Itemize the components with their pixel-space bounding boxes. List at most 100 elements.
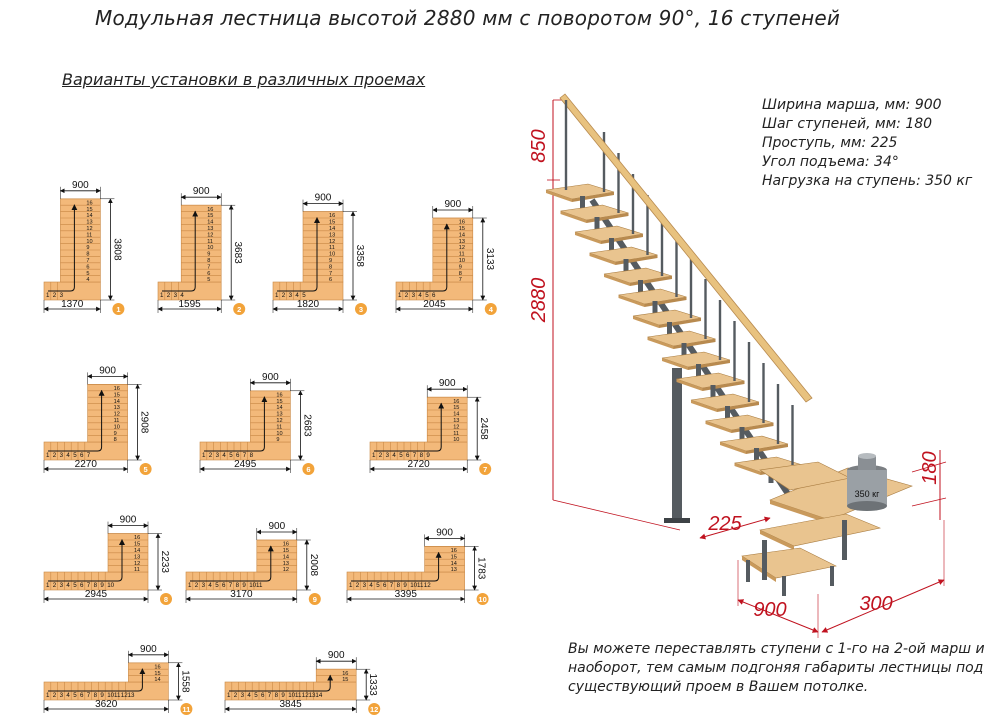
top-flight [426, 396, 468, 443]
step-number: 11 [134, 567, 140, 573]
step-number: 2 [282, 292, 286, 299]
variant-number: 1 [116, 305, 120, 314]
length-label: 1370 [61, 299, 84, 310]
tread-edge [705, 421, 732, 433]
step-number: 8 [94, 582, 98, 589]
step-number: 16 [283, 542, 289, 548]
tread-edge [604, 274, 630, 286]
spec-load: Нагрузка на ступень: 350 кг [762, 173, 973, 189]
length-label: 3845 [279, 699, 302, 710]
width-label: 900 [120, 515, 137, 526]
step-number: 14 [154, 677, 160, 683]
step-number: 5 [229, 452, 233, 459]
step-number: 14 [459, 232, 465, 238]
step-number: 2 [53, 292, 57, 299]
step-number: 3 [386, 452, 390, 459]
tread-edge [589, 253, 616, 265]
step-number: 2 [405, 292, 409, 299]
step-number: 11 [256, 582, 263, 589]
tread [618, 237, 687, 315]
dim-225-label: 225 [707, 513, 742, 535]
step-number: 13 [114, 405, 120, 411]
step-number: 9 [100, 582, 104, 589]
step-number: 11 [114, 418, 120, 424]
length-label: 2495 [234, 459, 257, 470]
step-number: 14 [114, 399, 120, 405]
weight-350kg: 350 кг [847, 453, 887, 511]
step-number: 16 [154, 664, 160, 670]
step-number: 11 [114, 692, 121, 699]
step-number: 1 [46, 692, 50, 699]
tread-support [681, 343, 687, 357]
step-number: 15 [134, 542, 140, 548]
step-number: 16 [459, 220, 465, 226]
dim-tick [911, 497, 947, 507]
step-number: 6 [80, 452, 84, 459]
step-number: 15 [342, 677, 348, 683]
tread [574, 174, 644, 252]
step-number: 1 [349, 582, 353, 589]
weight-handle [858, 456, 876, 470]
step-number: 6 [207, 271, 210, 277]
step-number: 11 [459, 252, 465, 258]
step-number: 16 [451, 548, 457, 554]
weight-label: 350 кг [855, 489, 880, 499]
tread-edge [720, 442, 746, 454]
step-number: 1 [160, 292, 164, 299]
width-label: 900 [444, 199, 461, 210]
step-number: 12 [86, 226, 92, 232]
step-number: 8 [114, 437, 117, 443]
step-number: 2 [53, 582, 57, 589]
step-number: 8 [86, 252, 89, 258]
height-label: 1783 [476, 557, 487, 580]
step-number: 5 [73, 452, 77, 459]
tread-support [638, 280, 643, 294]
step-number: 4 [180, 292, 184, 299]
height-label: 2233 [159, 551, 170, 574]
step-number: 5 [376, 582, 380, 589]
step-number: 13 [453, 418, 459, 424]
variant-badge [160, 593, 172, 605]
dim-900-label: 900 [753, 599, 786, 621]
step-number: 4 [66, 692, 70, 699]
step-number: 16 [342, 671, 348, 677]
step-number: 15 [276, 399, 282, 405]
walking-line-arrow [190, 545, 274, 582]
step-number: 5 [215, 582, 219, 589]
walking-line-arrow [162, 210, 199, 292]
variant-number: 5 [144, 465, 148, 474]
step-number: 12 [134, 561, 140, 567]
step-number: 15 [329, 220, 335, 226]
step-number: 6 [80, 692, 84, 699]
step-number: 16 [86, 200, 92, 206]
step-number: 6 [222, 582, 226, 589]
variant-badge [368, 703, 381, 715]
step-number: 14 [276, 405, 282, 411]
dim-900-line [737, 599, 819, 633]
step-number: 3 [60, 452, 64, 459]
step-number: 15 [154, 671, 160, 677]
step-number: 7 [459, 277, 462, 283]
step-number: 14 [207, 220, 213, 226]
step-number: 11 [295, 692, 302, 699]
step-number: 4 [418, 292, 422, 299]
step-number: 8 [250, 452, 254, 459]
length-label: 3395 [395, 589, 418, 600]
step-number: 10 [114, 424, 120, 430]
dim-225-line [699, 516, 771, 540]
tread-edge [560, 211, 587, 223]
step-number: 2 [379, 452, 383, 459]
tread [545, 132, 615, 210]
tread [719, 384, 789, 462]
step-number: 9 [403, 582, 407, 589]
step-number: 3 [289, 292, 293, 299]
tread [676, 321, 745, 399]
length-label: 1595 [178, 299, 201, 310]
step-number: 11 [86, 232, 92, 238]
step-number: 10 [453, 437, 459, 443]
